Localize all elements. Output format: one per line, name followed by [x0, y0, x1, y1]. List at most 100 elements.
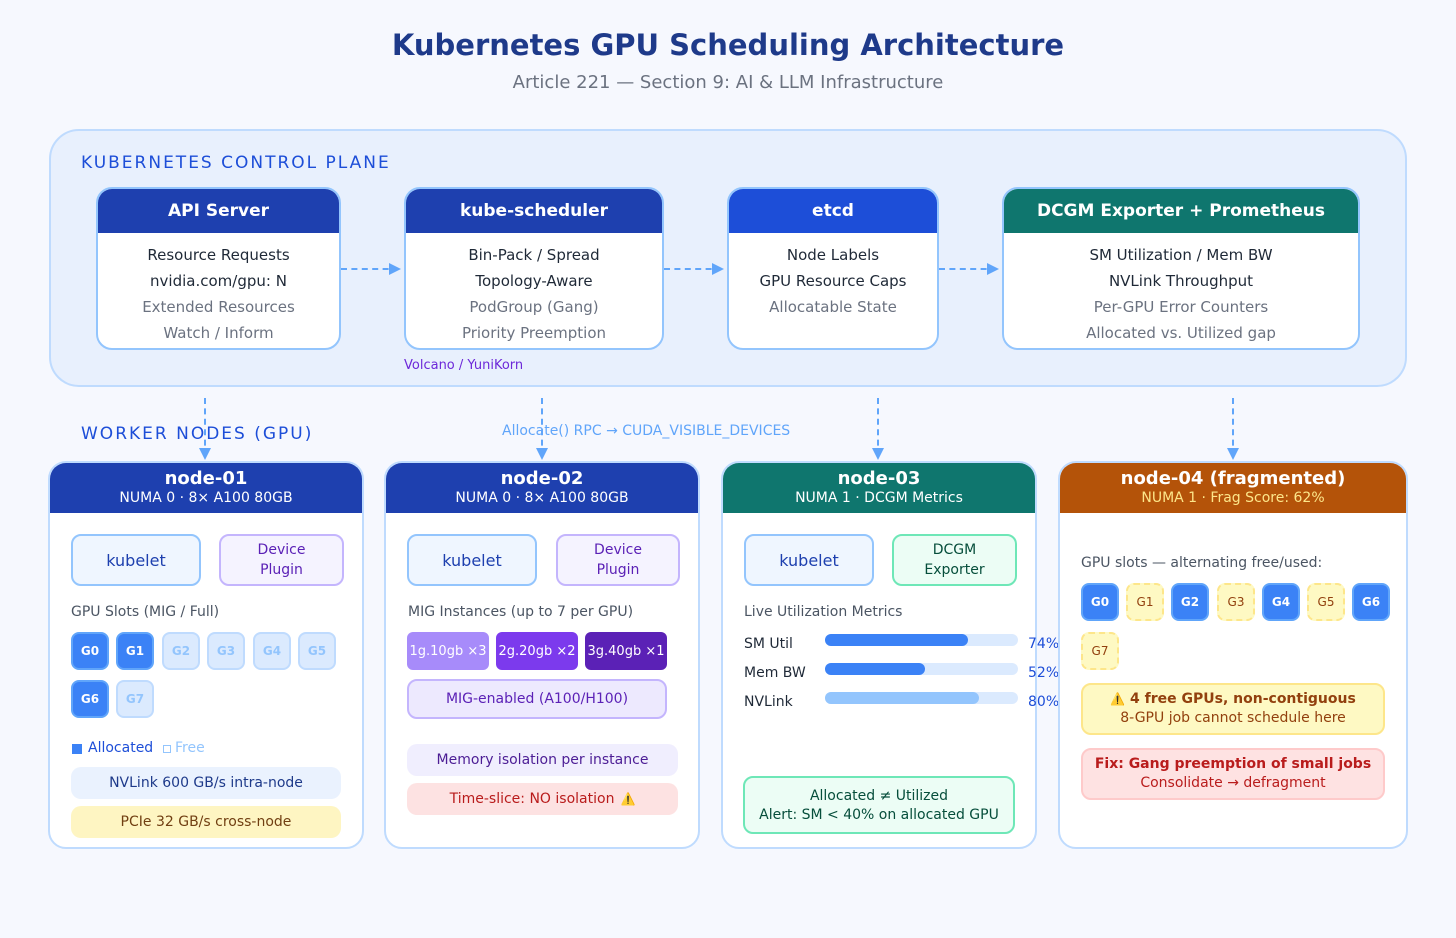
node-02-device-plugin: Device Plugin — [556, 534, 680, 586]
gpu-slot: G4 — [1262, 583, 1300, 621]
timeslice-label: Time-slice: NO isolation — [449, 791, 615, 807]
node-03-name: node-03 — [837, 468, 921, 489]
mem-bw-bar — [825, 663, 926, 675]
etcd-line: GPU Resource Caps — [759, 272, 907, 290]
etcd-card: etcd Node Labels GPU Resource Caps Alloc… — [727, 187, 939, 350]
nvlink-bar — [825, 692, 980, 704]
node-03-kubelet: kubelet — [744, 534, 874, 586]
mig-instance: 1g.10gb ×3 — [407, 632, 489, 670]
api-server-line: Extended Resources — [142, 298, 295, 316]
dcgm-card: DCGM Exporter + Prometheus SM Utilizatio… — [1002, 187, 1360, 350]
fix-box: Fix: Gang preemption of small jobs Conso… — [1081, 748, 1385, 800]
page-title: Kubernetes GPU Scheduling Architecture — [391, 28, 1065, 62]
nvlink-info: NVLink 600 GB/s intra-node — [71, 767, 341, 799]
plugin-label: Device — [257, 542, 306, 558]
node-01-sub: NUMA 0 · 8× A100 80GB — [119, 490, 293, 506]
gpu-slot: G2 — [162, 632, 200, 670]
kube-scheduler-line: Topology-Aware — [475, 272, 593, 290]
utilization-alert: Allocated ≠ Utilized Alert: SM < 40% on … — [743, 776, 1015, 834]
node-02-sub: NUMA 0 · 8× A100 80GB — [455, 490, 629, 506]
gpu-slot: G0 — [1081, 583, 1119, 621]
dcgm-line: Allocated vs. Utilized gap — [1086, 324, 1276, 342]
etcd-line: Allocatable State — [769, 298, 897, 316]
kube-scheduler-line: Bin-Pack / Spread — [468, 246, 600, 264]
control-plane-label: KUBERNETES CONTROL PLANE — [81, 153, 391, 173]
free-legend-swatch — [163, 745, 171, 753]
gpu-slot: G6 — [1352, 583, 1390, 621]
api-server-card: API Server Resource Requests nvidia.com/… — [96, 187, 341, 350]
memory-isolation-info: Memory isolation per instance — [407, 744, 678, 776]
node-01-kubelet: kubelet — [71, 534, 201, 586]
metric-track — [825, 634, 1018, 646]
arrow-scheduler-to-etcd — [664, 263, 724, 275]
allocated-legend-swatch — [72, 744, 82, 754]
metric-name: SM Util — [744, 636, 793, 652]
gpu-slot: G7 — [116, 680, 154, 718]
page-subtitle: Article 221 — Section 9: AI & LLM Infras… — [512, 72, 944, 93]
gpu-slot: G4 — [253, 632, 291, 670]
plugin-label: Device — [594, 542, 642, 558]
mig-instance: 2g.20gb ×2 — [496, 632, 578, 670]
gpu-slot: G0 — [71, 632, 109, 670]
node-03-dcgm-exporter: DCGM Exporter — [892, 534, 1017, 586]
gpu-slot: G5 — [298, 632, 336, 670]
alert-title: Allocated ≠ Utilized — [809, 788, 949, 804]
fix-text: Consolidate → defragment — [1140, 775, 1326, 791]
plugin-label: Plugin — [596, 562, 640, 578]
gpu-slot: G6 — [71, 680, 109, 718]
warning-icon: ⚠️ — [620, 792, 636, 806]
allocated-legend-label: Allocated — [88, 740, 154, 756]
gpu-slot: G5 — [1307, 583, 1345, 621]
rpc-label: Allocate() RPC → CUDA_VISIBLE_DEVICES — [502, 423, 791, 439]
api-server-line: Watch / Inform — [163, 324, 274, 342]
node-01-device-plugin: Device Plugin — [219, 534, 344, 586]
metrics-label: Live Utilization Metrics — [744, 604, 903, 620]
arrow-to-node-03 — [872, 398, 884, 460]
mig-enabled-info: MIG-enabled (A100/H100) — [407, 679, 667, 719]
mig-instance: 3g.40gb ×1 — [585, 632, 667, 670]
warn-title-row: ⚠️ 4 free GPUs, non-contiguous — [1083, 691, 1383, 707]
node-01-slots-label: GPU Slots (MIG / Full) — [71, 604, 220, 620]
alert-text: Alert: SM < 40% on allocated GPU — [759, 807, 999, 823]
etcd-line: Node Labels — [786, 246, 880, 264]
gpu-slot: G2 — [1171, 583, 1209, 621]
api-server-line: Resource Requests — [147, 246, 290, 264]
warn-title: 4 free GPUs, non-contiguous — [1130, 691, 1356, 707]
gpu-slot: G1 — [1126, 583, 1164, 621]
arrow-to-node-01 — [199, 398, 211, 460]
dcgm-title: DCGM Exporter + Prometheus — [1004, 189, 1358, 233]
kube-scheduler-title: kube-scheduler — [406, 189, 662, 233]
timeslice-warning: Time-slice: NO isolation ⚠️ — [407, 783, 678, 815]
gpu-slot: G3 — [1217, 583, 1255, 621]
mig-label: MIG Instances (up to 7 per GPU) — [408, 604, 634, 620]
metric-value: 74% — [1028, 636, 1060, 652]
metric-value: 80% — [1028, 694, 1060, 710]
arrow-api-to-scheduler — [341, 263, 401, 275]
node-02-kubelet: kubelet — [407, 534, 537, 586]
node-03-sub: NUMA 1 · DCGM Metrics — [795, 490, 963, 506]
metric-track — [825, 663, 1018, 675]
dcgm-line: Per-GPU Error Counters — [1093, 298, 1269, 316]
etcd-title: etcd — [729, 189, 937, 233]
node-03-header: node-03 NUMA 1 · DCGM Metrics — [723, 463, 1035, 513]
metric-value: 52% — [1028, 665, 1060, 681]
kube-scheduler-card: kube-scheduler Bin-Pack / Spread Topolog… — [404, 187, 664, 350]
fix-title: Fix: Gang preemption of small jobs — [1094, 756, 1372, 772]
metric-track — [825, 692, 1018, 704]
scheduler-note: Volcano / YuniKorn — [404, 358, 524, 373]
kube-scheduler-line: Priority Preemption — [461, 324, 607, 342]
metric-name: NVLink — [744, 694, 793, 710]
sm-util-bar — [825, 634, 968, 646]
warning-icon: ⚠️ — [1110, 692, 1126, 706]
metric-name: Mem BW — [744, 665, 806, 681]
node-01-name: node-01 — [164, 468, 248, 489]
gpu-slot: G7 — [1081, 632, 1119, 670]
plugin-label: Plugin — [260, 562, 303, 578]
dcgm-line: NVLink Throughput — [1108, 272, 1254, 290]
free-legend-label: Free — [175, 740, 205, 756]
node-04-name: node-04 (fragmented) — [1120, 468, 1346, 489]
worker-nodes-label: WORKER NODES (GPU) — [81, 424, 314, 444]
api-server-line: nvidia.com/gpu: N — [150, 272, 287, 290]
fragmentation-warning: ⚠️ 4 free GPUs, non-contiguous 8-GPU job… — [1081, 683, 1385, 735]
node-02-name: node-02 — [500, 468, 584, 489]
